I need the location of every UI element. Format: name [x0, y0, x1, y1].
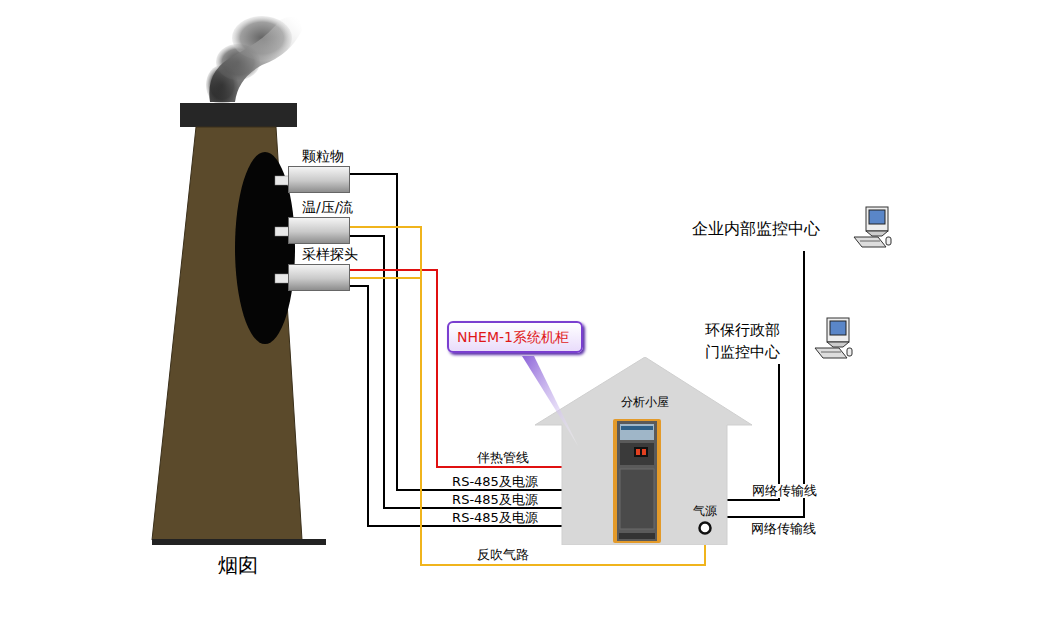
sensor-label: 颗粒物 — [302, 148, 344, 164]
chimney-opening — [235, 152, 295, 344]
gas-source-label: 气源 — [693, 505, 717, 519]
sensor-node: 温/压/流 — [276, 199, 357, 245]
house-node: 分析小屋气源 — [535, 357, 752, 545]
connector-line — [727, 251, 804, 517]
connector-line — [350, 278, 705, 565]
sensor-node: 采样探头 — [276, 246, 362, 292]
connector-line — [350, 236, 562, 508]
callout-text: NHEM-1系统机柜 — [457, 329, 569, 345]
sensor-box — [288, 264, 350, 291]
sensor-label: 温/压/流 — [302, 199, 353, 215]
computer-icon — [852, 205, 892, 249]
connector-line — [350, 227, 705, 565]
gas-source-node: 气源 — [693, 505, 717, 535]
smoke — [206, 16, 302, 105]
chimney-label: 烟囱 — [218, 554, 258, 577]
connector-label: 反吹气路 — [476, 548, 530, 562]
analysis-house — [535, 357, 752, 545]
monitor-center-label: 环保行政部门监控中心 — [705, 320, 780, 364]
monitor-node: 企业内部监控中心 — [692, 205, 892, 251]
connector-line — [727, 364, 779, 500]
chimney-base — [152, 539, 326, 545]
sensor-label: 采样探头 — [302, 246, 358, 262]
connector-label: RS-485及电源 — [451, 493, 539, 507]
house-title: 分析小屋 — [621, 396, 669, 410]
callout-pointer — [522, 356, 578, 446]
connector-line — [350, 270, 562, 467]
chimney-body — [152, 127, 302, 540]
sensor-box — [288, 217, 350, 244]
sensor-box — [288, 166, 350, 193]
monitor-node: 环保行政部门监控中心 — [705, 316, 853, 364]
computer-icon — [813, 316, 853, 360]
callout-box: NHEM-1系统机柜 — [447, 321, 583, 353]
chimney-cap — [180, 103, 297, 127]
connector-label: 网络传输线 — [751, 484, 818, 498]
connector-label: RS-485及电源 — [451, 475, 539, 489]
connector-label: 网络传输线 — [750, 522, 817, 536]
sensor-node: 颗粒物 — [276, 148, 356, 194]
monitor-center-label: 企业内部监控中心 — [692, 220, 820, 238]
gas-source-port — [698, 521, 712, 535]
connector-label: 伴热管线 — [476, 451, 530, 465]
connector-label: RS-485及电源 — [451, 511, 539, 525]
